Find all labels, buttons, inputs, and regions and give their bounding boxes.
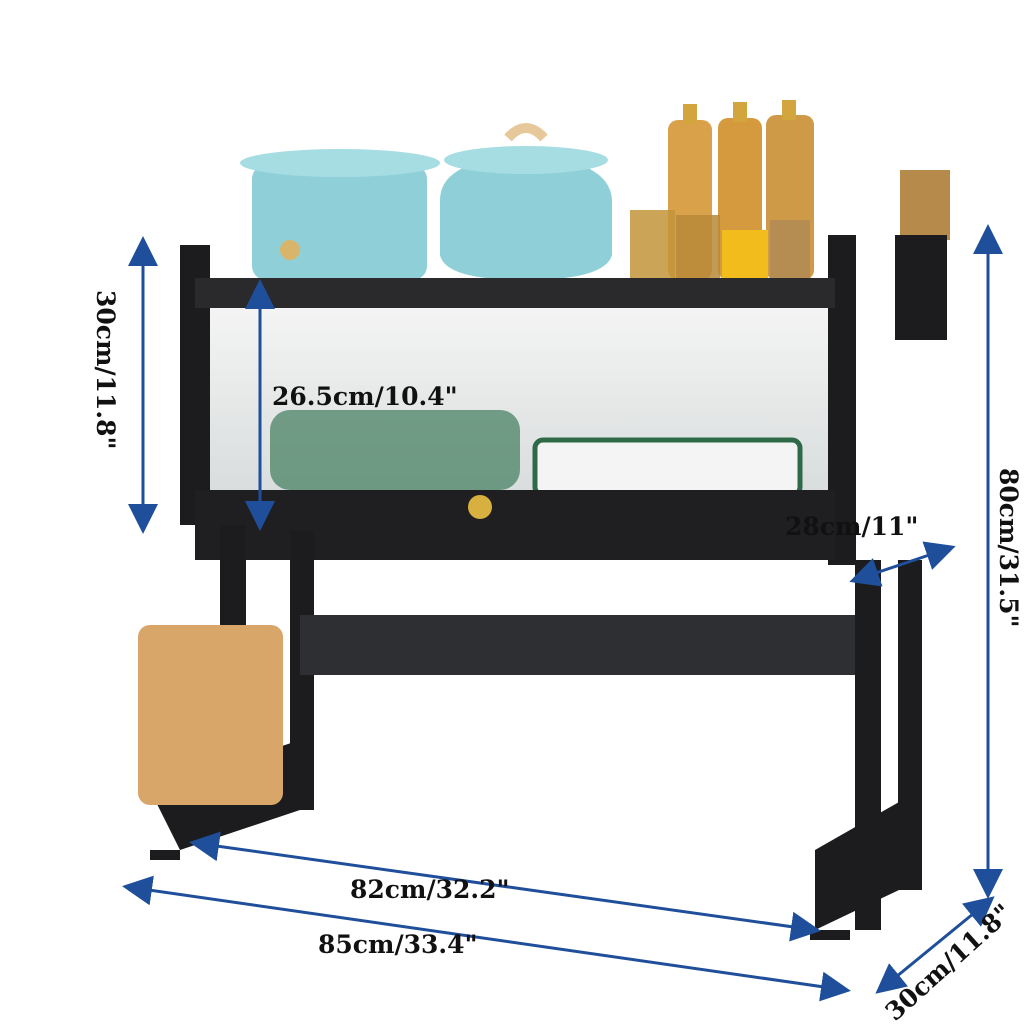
top-shelf (180, 235, 856, 565)
depth-bottom-label: 30cm/11.8" (880, 898, 1018, 1024)
total-height-label: 80cm/31.5" (994, 468, 1023, 628)
dimension-arrows (122, 224, 1003, 1002)
inner-height-label: 26.5cm/10.4" (272, 382, 458, 411)
depth-top-label: 28cm/11" (785, 512, 918, 541)
cutting-board (138, 625, 283, 805)
shelf-height-label: 30cm/11.8" (91, 290, 120, 450)
bottles (630, 100, 814, 280)
total-width-label: 85cm/33.4" (318, 930, 478, 959)
pots (240, 123, 612, 280)
utensil-holder (895, 170, 950, 340)
inner-width-label: 82cm/32.2" (350, 875, 510, 904)
